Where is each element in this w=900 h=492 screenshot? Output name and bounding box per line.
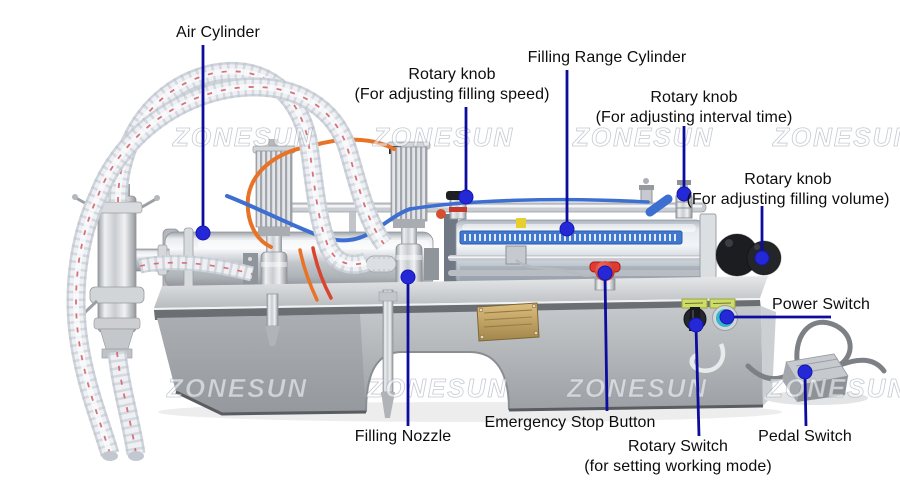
main-cylinder [436,178,782,290]
arc-hose-left [108,61,370,274]
label-title: Power Switch [771,296,871,313]
watermark-text: ZONESUN [566,373,708,403]
callout-air-cylinder-dot [195,225,211,241]
label-power-switch: Power Switch [772,295,870,315]
callout-layer [195,45,831,437]
hoses [66,61,392,461]
callout-nozzle-dot [400,269,416,285]
callout-estop-dot [597,265,613,281]
label-title: Rotary knob [744,171,832,188]
callout-volume-dot [754,250,770,266]
label-title: Filling Nozzle [354,428,452,445]
filling-nozzle-right [365,255,398,418]
pneumatic-tubes [225,137,650,302]
arc-hose-right [66,77,392,457]
machine-front-panel [157,306,776,416]
label-title: Emergency Stop Button [484,414,656,431]
callout-rotary-switch-dot [688,317,704,333]
callout-pedal-line [803,374,808,427]
watermark-text: ZONESUN [766,373,900,403]
switch-labels [681,298,736,309]
label-title: Filling Range Cylinder [527,49,687,66]
watermark-text: ZONESUN [372,122,514,152]
label-title: Rotary knob [650,89,738,106]
label-subtitle: (For adjusting interval time) [595,108,793,126]
label-subtitle: (for setting working mode) [584,457,772,475]
callout-pedal-dot [797,364,813,380]
watermark-layer: ZONESUN ZONESUN ZONESUN ZONESUN ZONESUN … [166,122,900,404]
watermark-text: ZONESUN [166,373,308,403]
label-rotary-knob-volume: Rotary knob (For adjusting filling volum… [686,170,889,209]
label-title: Rotary knob [408,66,496,83]
drain-hose [107,350,146,456]
label-subtitle: (For adjusting filling speed) [354,85,550,103]
watermark-text: ZONESUN [572,122,714,152]
label-filling-range-cylinder: Filling Range Cylinder [528,48,687,68]
callout-power-dot [719,309,735,325]
watermark-text: ZONESUN [172,122,314,152]
label-rotary-switch: Rotary Switch (for setting working mode) [584,437,772,476]
label-air-cylinder: Air Cylinder [176,23,260,43]
label-title: Air Cylinder [176,24,260,41]
callout-range-dot [559,221,575,237]
label-subtitle: (For adjusting filling volume) [686,190,890,208]
feed-hose [138,255,254,282]
watermark-text: ZONESUN [772,122,900,152]
callout-estop-line [603,274,609,412]
label-rotary-knob-speed: Rotary knob (For adjusting filling speed… [355,65,550,104]
label-rotary-knob-interval: Rotary knob (For adjusting interval time… [596,88,793,127]
yellow-tag [516,218,526,228]
label-filling-nozzle: Filling Nozzle [355,427,452,447]
nameplate [476,302,540,342]
label-pedal-switch: Pedal Switch [758,427,852,447]
power-cable [689,343,726,373]
watermark-text: ZONESUN [366,373,508,403]
label-title: Pedal Switch [758,428,852,445]
callout-interval-dot [676,186,692,202]
label-title: Rotary Switch [628,438,728,455]
label-emergency-stop-button: Emergency Stop Button [484,413,655,433]
callout-speed-dot [458,189,474,205]
filling-nozzle-left [265,293,280,346]
callout-rotary-switch-line [694,326,701,437]
